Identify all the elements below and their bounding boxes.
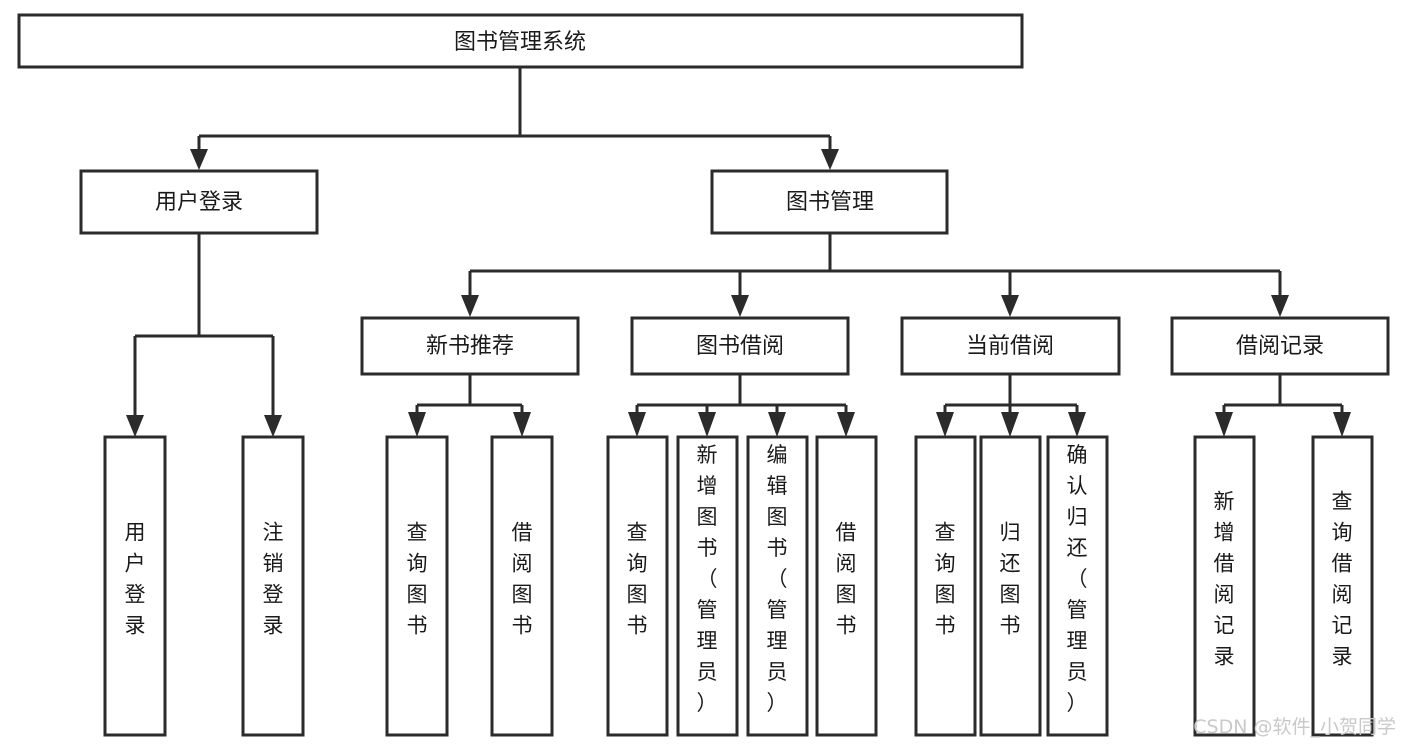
arrow-nbr-leaf-1 [408, 412, 426, 437]
node-root-box[interactable] [17, 13, 1024, 69]
leaf-borrow-book-1-box[interactable] [490, 435, 554, 737]
leaf-add-record[interactable]: 新增借阅记录 [1193, 435, 1256, 737]
node-user-login[interactable]: 用户登录 [79, 169, 319, 235]
leaf-query-record[interactable]: 查询借阅记录 [1311, 435, 1374, 737]
arrow-cb-leaf-2 [1001, 412, 1019, 437]
leaf-add-record-label: 新增借阅记录 [1214, 490, 1235, 669]
leaf-add-book[interactable]: 新增图书（管理员） [676, 435, 739, 737]
csdn-watermark: CSDN @软件_小贺同学 [1193, 716, 1396, 738]
edges-user-login-to-leaves [126, 233, 282, 437]
node-new-book-recommend-label: 新书推荐 [426, 334, 514, 359]
leaf-query-book-3-box[interactable] [914, 435, 977, 737]
node-current-borrow[interactable]: 当前借阅 [900, 316, 1121, 376]
leaf-borrow-book-2-box[interactable] [815, 435, 878, 737]
node-book-borrow[interactable]: 图书借阅 [630, 316, 850, 376]
leaf-add-book-box[interactable] [676, 435, 739, 737]
leaf-query-book-1-box[interactable] [385, 435, 449, 737]
edges-borrow-record-to-leaves [1215, 374, 1351, 437]
edges-current-borrow-to-leaves [936, 374, 1086, 437]
arrow-nbr-leaf-2 [513, 412, 531, 437]
arrow-br-leaf-2 [1333, 412, 1351, 437]
arrow-user-login-leaf-2 [264, 415, 282, 437]
edges-new-book-recommend-to-leaves [408, 374, 531, 437]
leaf-edit-book-box[interactable] [746, 435, 809, 737]
node-user-login-label: 用户登录 [155, 190, 243, 215]
node-new-book-recommend[interactable]: 新书推荐 [360, 316, 580, 376]
leaf-confirm-return-label: 确认归还（管理员） [1067, 443, 1088, 715]
arrow-br-leaf-1 [1215, 412, 1233, 437]
leaf-add-record-box[interactable] [1193, 435, 1256, 737]
leaf-query-book-1[interactable]: 查询图书 [385, 435, 449, 737]
node-borrow-record[interactable]: 借阅记录 [1170, 316, 1390, 376]
arrow-bb-leaf-2 [698, 412, 716, 437]
node-book-borrow-label: 图书借阅 [696, 334, 784, 359]
leaf-query-book-2-box[interactable] [606, 435, 669, 737]
leaf-user-login[interactable]: 用户登录 [103, 435, 167, 737]
leaf-edit-book[interactable]: 编辑图书（管理员） [746, 435, 809, 737]
leaf-return-book-label: 归还图书 [1000, 521, 1021, 638]
arrow-bm-to-new-book-recommend [461, 295, 479, 317]
arrow-cb-leaf-1 [936, 412, 954, 437]
arrow-bm-to-book-borrow [731, 295, 749, 317]
leaf-edit-book-label: 编辑图书（管理员） [767, 443, 788, 715]
arrow-bb-leaf-3 [768, 412, 786, 437]
node-user-login-box[interactable] [79, 169, 319, 235]
leaf-query-book-2-label: 查询图书 [627, 521, 648, 638]
edges-book-management-to-level3 [461, 233, 1289, 317]
arrow-bm-to-current-borrow [1001, 295, 1019, 317]
node-book-management-box[interactable] [710, 169, 949, 235]
leaf-borrow-book-2[interactable]: 借阅图书 [815, 435, 878, 737]
leaf-query-book-3[interactable]: 查询图书 [914, 435, 977, 737]
leaf-add-book-label: 新增图书（管理员） [697, 443, 718, 715]
node-current-borrow-box[interactable] [900, 316, 1121, 376]
arrow-user-login-leaf-1 [126, 415, 144, 437]
node-root-label: 图书管理系统 [454, 30, 586, 55]
edges-book-borrow-to-leaves [628, 374, 855, 437]
arrow-bb-leaf-4 [837, 412, 855, 437]
node-root[interactable]: 图书管理系统 [17, 13, 1024, 69]
leaf-query-record-box[interactable] [1311, 435, 1374, 737]
leaf-borrow-book-1-label: 借阅图书 [512, 521, 533, 638]
leaf-user-login-box[interactable] [103, 435, 167, 737]
arrow-bb-leaf-1 [628, 412, 646, 437]
node-book-management-label: 图书管理 [786, 190, 874, 215]
node-current-borrow-label: 当前借阅 [966, 334, 1054, 359]
edges-root-to-level2 [190, 68, 839, 170]
leaf-borrow-book-2-label: 借阅图书 [836, 521, 857, 638]
leaf-logout[interactable]: 注销登录 [241, 435, 305, 737]
arrow-root-to-user-login [190, 149, 208, 170]
leaf-borrow-book-1[interactable]: 借阅图书 [490, 435, 554, 737]
arrow-cb-leaf-3 [1068, 412, 1086, 437]
leaf-query-book-3-label: 查询图书 [935, 521, 956, 638]
arrow-bm-to-borrow-record [1271, 295, 1289, 317]
leaf-logout-label: 注销登录 [263, 521, 284, 638]
leaf-query-book-1-label: 查询图书 [407, 521, 428, 638]
leaf-logout-box[interactable] [241, 435, 305, 737]
leaf-user-login-label: 用户登录 [125, 521, 146, 638]
leaf-query-book-2[interactable]: 查询图书 [606, 435, 669, 737]
leaf-return-book-box[interactable] [979, 435, 1042, 737]
node-borrow-record-label: 借阅记录 [1236, 334, 1324, 359]
node-borrow-record-box[interactable] [1170, 316, 1390, 376]
leaf-confirm-return[interactable]: 确认归还（管理员） [1046, 435, 1109, 737]
arrow-root-to-book-management [821, 149, 839, 170]
node-book-borrow-box[interactable] [630, 316, 850, 376]
leaf-return-book[interactable]: 归还图书 [979, 435, 1042, 737]
leaf-confirm-return-box[interactable] [1046, 435, 1109, 737]
leaf-query-record-label: 查询借阅记录 [1332, 490, 1353, 669]
node-new-book-recommend-box[interactable] [360, 316, 580, 376]
node-book-management[interactable]: 图书管理 [710, 169, 949, 235]
